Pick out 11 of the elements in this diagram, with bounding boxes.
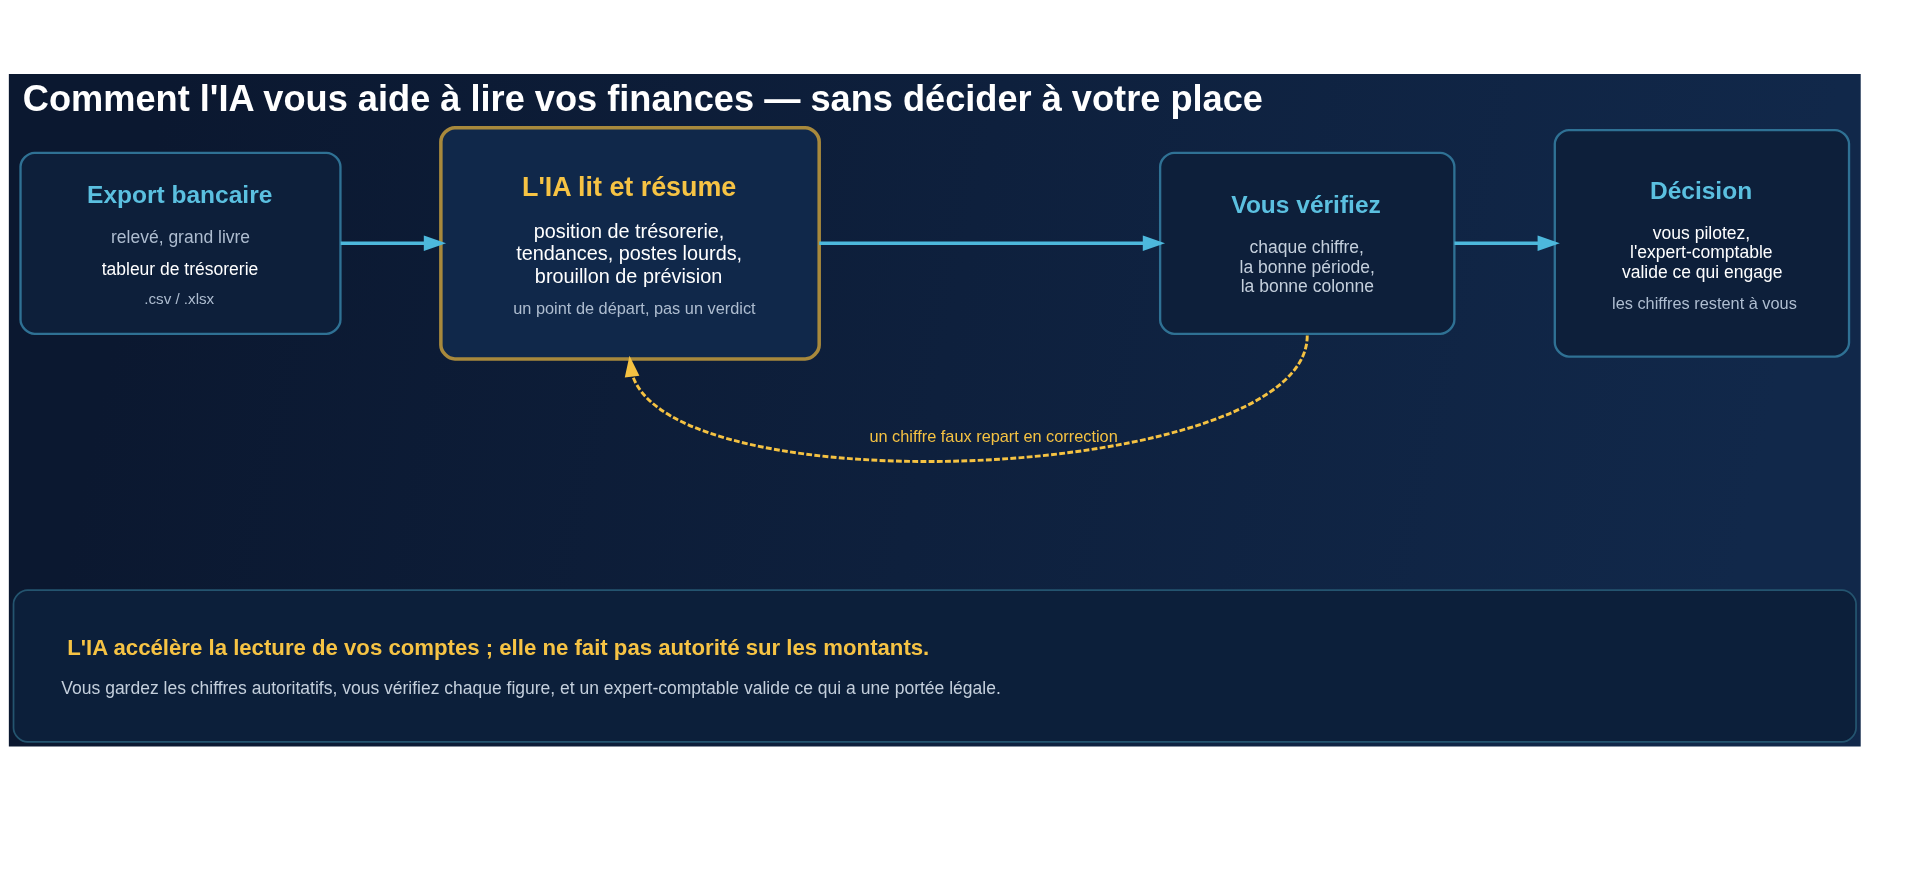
edge-label: un chiffre faux repart en correction bbox=[869, 426, 1118, 445]
arrow bbox=[340, 235, 447, 251]
node-box: L'IA lit et résume position de trésorerie, tendances, postes lourds, brouillon de prévision un point de départ, pas un verdict bbox=[439, 125, 821, 361]
node-box: Vous vérifiez chaque chiffre, la bonne période, la bonne colonne bbox=[1158, 151, 1456, 335]
node-box: L'IA accélère la lecture de vos comptes ; elle ne fait pas autorité sur les montants. Vous gardez les chiffres autoritatifs, vous vérifiez chaque figure, et un expert-comptable valide ce qui a une portée légale. bbox=[12, 588, 1857, 743]
diagram-title: Comment l'IA vous aide à lire vos finances — sans décider à votre place bbox=[22, 77, 1263, 119]
arrow bbox=[819, 235, 1165, 251]
node-box: Décision vous pilotez, l'expert-comptable valide ce qui engage les chiffres restent à vous bbox=[1553, 128, 1851, 358]
arrow bbox=[1454, 235, 1560, 251]
arrow bbox=[624, 334, 1309, 463]
node-box: Export bancaire relevé, grand livre tableur de trésorerie .csv / .xlsx bbox=[19, 151, 342, 335]
